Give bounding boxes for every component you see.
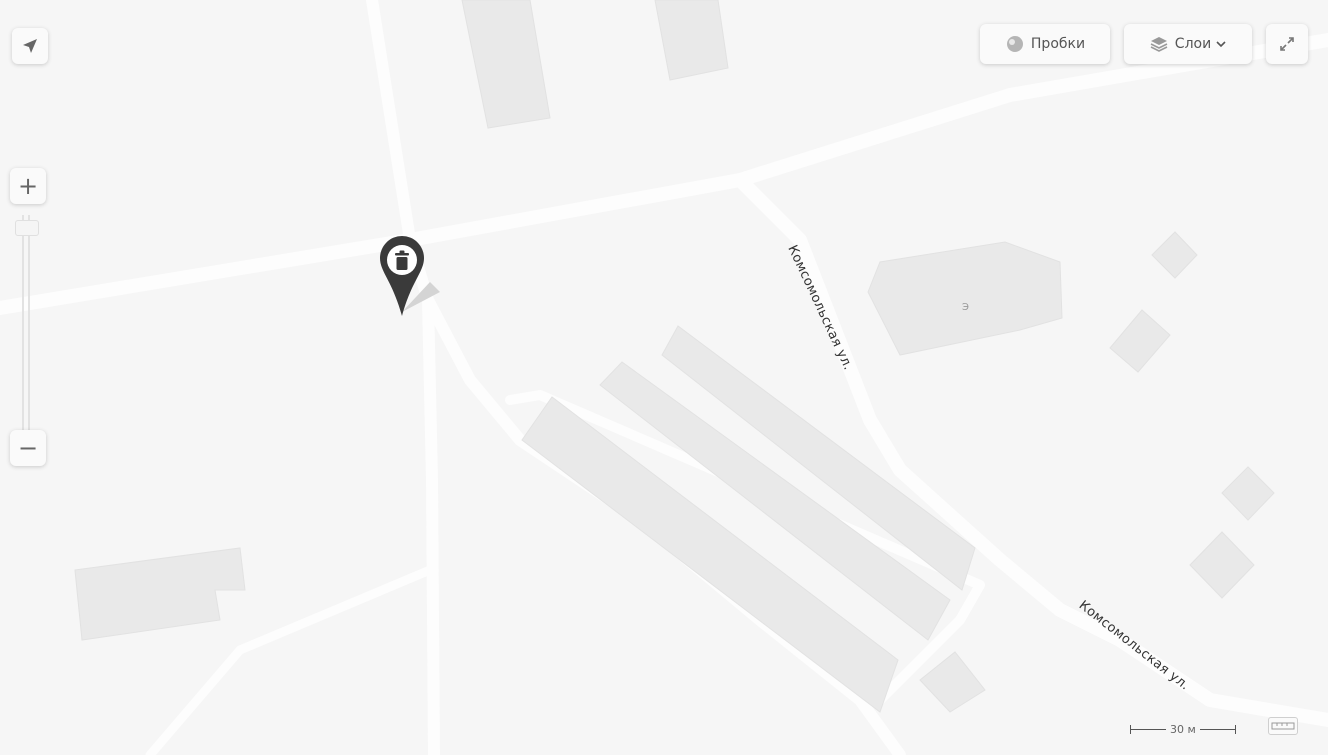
layers-label: Слои: [1174, 36, 1212, 52]
expand-icon: [1280, 37, 1294, 51]
locate-button[interactable]: [12, 28, 48, 64]
scale-bar-left: [1130, 725, 1166, 734]
buildings: [74, 0, 1275, 713]
building-long-3: [661, 325, 976, 591]
traffic-label: Пробки: [1030, 36, 1086, 52]
plus-icon: +: [17, 172, 39, 200]
fullscreen-button[interactable]: [1266, 24, 1308, 64]
building-long-2: [599, 361, 951, 641]
building-komsomolskaya-block: [867, 241, 1063, 356]
traffic-light-icon: [1006, 36, 1023, 52]
building-north-1: [461, 0, 551, 129]
layers-button[interactable]: Слои: [1124, 24, 1252, 64]
zoom-slider-track[interactable]: [22, 215, 30, 430]
building-long-1: [521, 396, 899, 713]
scale-label: 30 м: [1170, 723, 1196, 736]
road-inner-loop: [505, 390, 985, 705]
layers-icon: [1150, 37, 1168, 52]
navigation-arrow-icon: [23, 39, 37, 53]
ruler-icon: [1271, 722, 1295, 730]
zoom-slider-handle[interactable]: [15, 220, 39, 236]
building-east-1: [1151, 231, 1198, 279]
road-southwest: [145, 565, 435, 755]
zoom-out-button[interactable]: −: [10, 430, 46, 466]
traffic-button[interactable]: Пробки: [980, 24, 1110, 64]
building-north-2: [654, 0, 729, 81]
building-east-3: [1221, 466, 1275, 521]
building-label: Э: [962, 302, 969, 313]
minus-icon: −: [17, 434, 39, 462]
marker-shadow: [402, 282, 440, 312]
building-west: [74, 547, 246, 641]
zoom-in-button[interactable]: +: [10, 168, 46, 204]
map-scale: 30 м: [1130, 723, 1236, 736]
trash-bin-icon: [395, 250, 409, 270]
building-small-south: [919, 651, 986, 713]
building-east-2: [1109, 309, 1171, 373]
scale-bar-right: [1199, 725, 1236, 734]
ruler-button[interactable]: [1268, 717, 1298, 735]
road-komsomolskaya: [733, 173, 1328, 727]
map-marker[interactable]: [380, 236, 440, 316]
building-east-4: [1189, 531, 1255, 599]
chevron-down-icon: [1216, 41, 1226, 48]
